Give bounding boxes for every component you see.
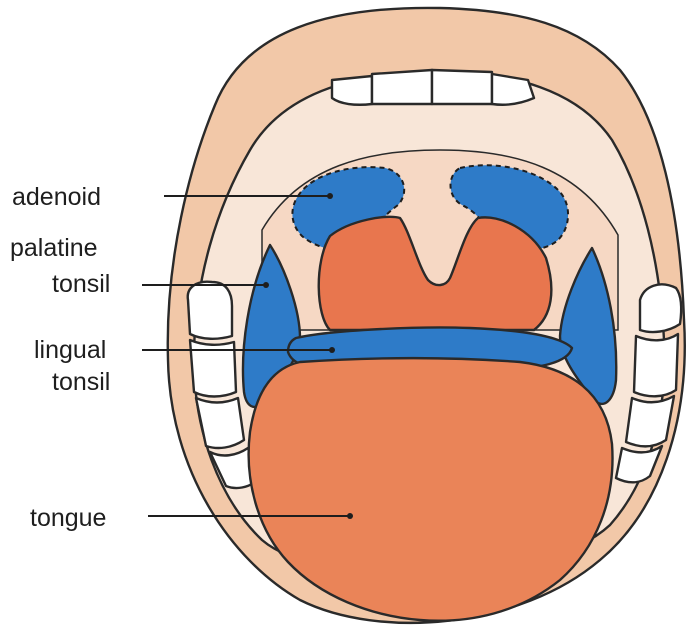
label-adenoid: adenoid — [12, 183, 101, 211]
adenoid-leader-dot — [327, 193, 333, 199]
label-tongue: tongue — [30, 504, 106, 532]
label-lingual: lingual — [34, 336, 106, 364]
label-lingual-tonsil: tonsil — [52, 368, 110, 396]
labels: adenoid palatine tonsil lingual tonsil t… — [10, 183, 110, 532]
label-palatine-tonsil: tonsil — [52, 270, 110, 298]
tongue-leader-dot — [347, 513, 353, 519]
lingual-leader-dot — [329, 347, 335, 353]
palatine-leader-dot — [263, 282, 269, 288]
label-palatine: palatine — [10, 234, 98, 262]
